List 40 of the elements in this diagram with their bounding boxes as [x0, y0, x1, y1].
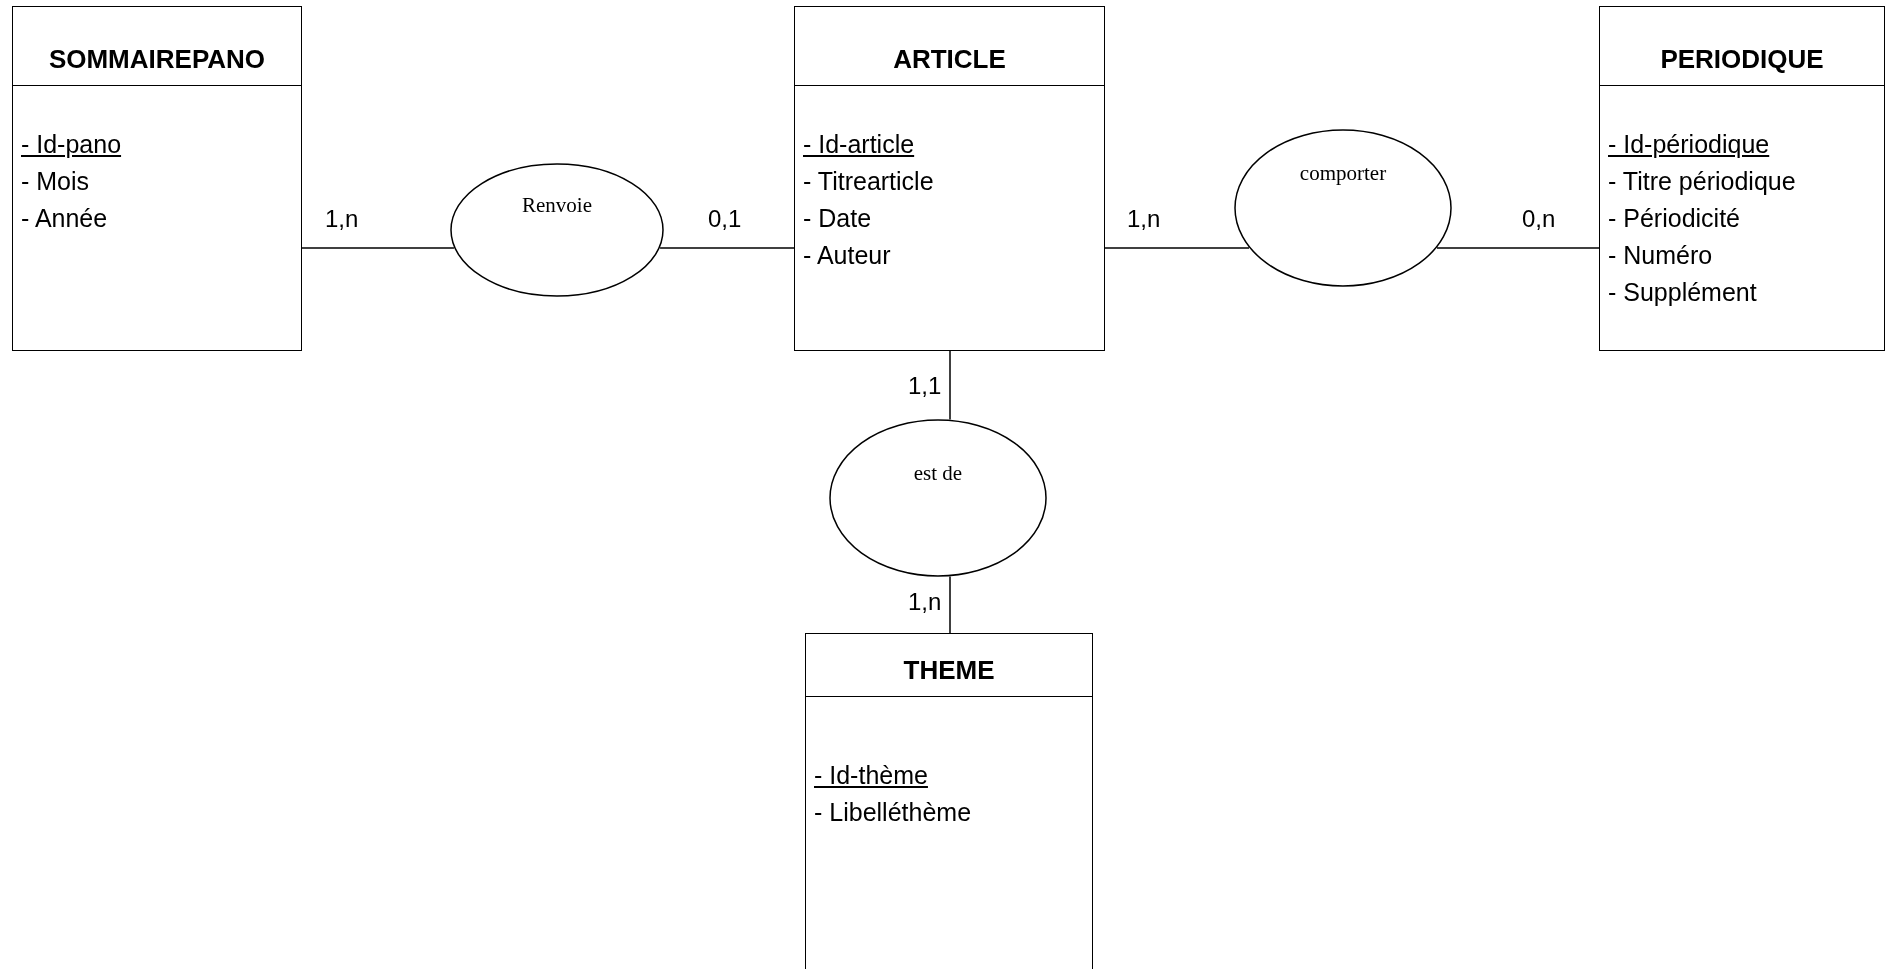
- entity-name: PERIODIQUE: [1660, 44, 1824, 75]
- cardinality-label: 1,n: [325, 205, 359, 233]
- cardinality-label: 0,1: [708, 205, 742, 233]
- attribute: - Titrearticle: [803, 166, 934, 197]
- entity-name: SOMMAIREPANO: [48, 44, 266, 75]
- entity-box: [12, 6, 302, 351]
- entity-box: [805, 633, 1093, 969]
- key-attribute: - Id-thème: [814, 760, 928, 791]
- attribute: - Auteur: [803, 240, 891, 271]
- entity-box: [1599, 6, 1885, 351]
- key-attribute: - Id-article: [803, 129, 915, 160]
- entity-box: [794, 6, 1105, 351]
- connector-line: [949, 575, 951, 634]
- attribute: - Date: [803, 203, 872, 234]
- cardinality-label: 1,n: [1127, 205, 1161, 233]
- connector-line: [1436, 247, 1600, 249]
- key-attribute: - Id-périodique: [1608, 129, 1770, 160]
- relationship-name: Renvoie: [522, 193, 592, 218]
- cardinality-label: 1,n: [908, 588, 942, 616]
- key-attribute: - Id-pano: [21, 129, 122, 160]
- attribute: - Titre périodique: [1608, 166, 1796, 197]
- relationship-name: est de: [913, 461, 963, 486]
- connector-line: [949, 350, 951, 421]
- cardinality-label: 0,n: [1522, 205, 1556, 233]
- attribute: - Périodicité: [1608, 203, 1740, 234]
- cardinality-label: 1,1: [908, 372, 942, 400]
- attribute: - Supplément: [1608, 277, 1757, 308]
- attribute: - Année: [21, 203, 108, 234]
- attribute: - Libelléthème: [814, 797, 972, 828]
- entity-name: THEME: [903, 655, 995, 686]
- connector-line: [301, 247, 455, 249]
- entity-name: ARTICLE: [893, 44, 1006, 75]
- attribute: - Numéro: [1608, 240, 1713, 271]
- connector-line: [1104, 247, 1250, 249]
- relationship-ellipse: [450, 163, 664, 297]
- relationship-ellipse: [1234, 129, 1452, 287]
- connector-line: [659, 247, 795, 249]
- relationship-name: comporter: [1299, 161, 1387, 186]
- relationship-ellipse: [829, 419, 1047, 577]
- attribute: - Mois: [21, 166, 90, 197]
